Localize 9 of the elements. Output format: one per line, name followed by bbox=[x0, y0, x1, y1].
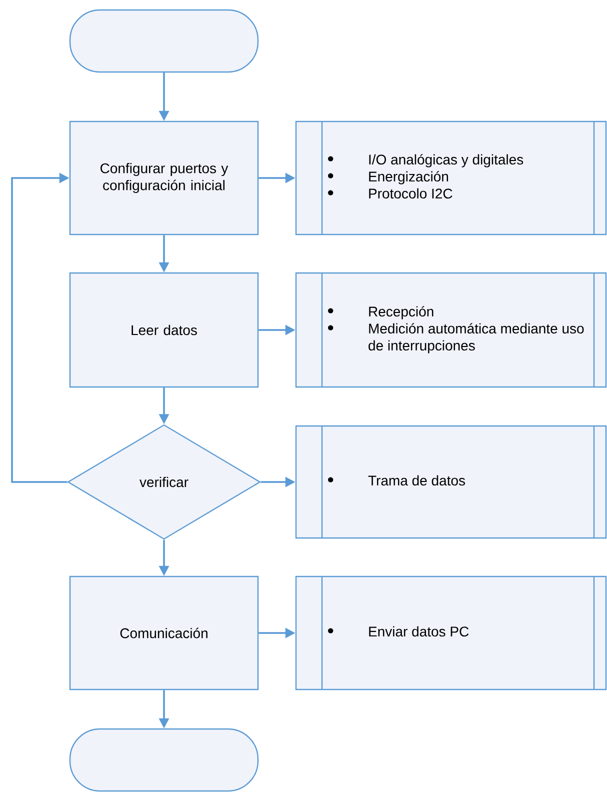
terminal-shape bbox=[69, 9, 259, 73]
list-box: Recepción Medición automática mediante uso de interrupciones bbox=[295, 272, 607, 388]
process-box: Configurar puertos y configuración inicial bbox=[69, 120, 259, 236]
list-box: I/O analógicas y digitales Energización Protocolo I2C bbox=[295, 120, 607, 236]
process-box: Leer datos bbox=[69, 272, 259, 388]
terminal-shape bbox=[69, 728, 259, 792]
list-box: Trama de datos bbox=[295, 425, 607, 539]
process-box: Comunicación bbox=[69, 576, 259, 690]
list-box: Enviar datos PC bbox=[295, 575, 607, 690]
